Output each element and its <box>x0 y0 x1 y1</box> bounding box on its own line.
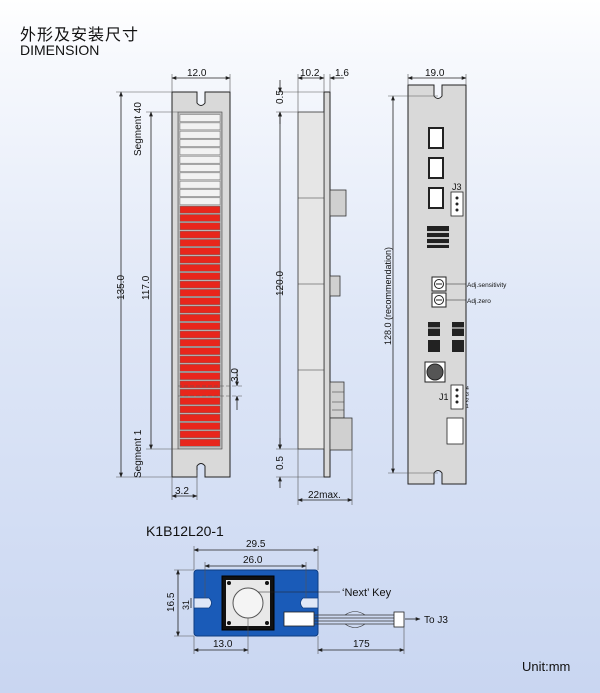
back-j1-label: J1 <box>439 392 449 402</box>
dim-hole-offset: 3.2 <box>175 486 189 497</box>
dim-side-top-gap: 0.5 <box>275 90 286 104</box>
dim-side-bottom-gap: 0.5 <box>275 456 286 470</box>
key-module-model: K1B12L20-1 <box>146 523 224 539</box>
dim-key-total-width: 29.5 <box>246 539 266 550</box>
led-segment-30 <box>179 197 221 205</box>
back-j1-pin-4: 4 <box>466 386 469 392</box>
dim-total-height: 135.0 <box>116 275 127 300</box>
back-j1-pin-1: 1 <box>466 404 469 410</box>
led-segment-4 <box>179 414 221 422</box>
segment-top-label: Segment 40 <box>133 102 144 156</box>
led-segment-23 <box>179 255 221 264</box>
led-segment-6 <box>179 397 221 405</box>
led-segment-18 <box>179 297 221 305</box>
led-segment-1 <box>179 439 221 447</box>
led-segment-16 <box>179 314 221 322</box>
dim-key-height: 16.5 <box>166 592 177 612</box>
led-segment-10 <box>179 364 221 372</box>
back-pot-sensitivity-label: Adj.sensitivity <box>467 282 507 289</box>
led-segment-17 <box>179 305 221 314</box>
led-segment-37 <box>179 139 221 147</box>
segment-bar <box>179 114 221 447</box>
led-segment-29 <box>179 205 221 214</box>
dim-side-pcb: 1.6 <box>335 68 349 79</box>
led-segment-39 <box>179 122 221 131</box>
led-segment-32 <box>179 180 221 189</box>
dim-side-height: 120.0 <box>275 271 286 296</box>
led-segment-9 <box>179 372 221 380</box>
led-segment-38 <box>179 131 221 139</box>
led-segment-8 <box>179 380 221 389</box>
dim-back-width: 19.0 <box>425 68 445 79</box>
led-segment-35 <box>179 156 221 164</box>
title-english: DIMENSION <box>20 42 100 58</box>
led-segment-31 <box>179 189 221 197</box>
back-j1-pin-2: 2 <box>466 398 469 404</box>
led-segment-15 <box>179 322 221 330</box>
led-segment-26 <box>179 230 221 239</box>
dim-back-height: 128.0 (recommendation) <box>383 247 393 345</box>
segment-bottom-label: Segment 1 <box>133 429 144 478</box>
led-segment-25 <box>179 239 221 247</box>
side-view: 10.2 1.6 0.5 120.0 0.5 22max. <box>275 68 353 505</box>
front-view: 12.0 135.0 117.0 Segment 40 Segment 1 3.… <box>116 68 242 500</box>
dim-segment-height: 117.0 <box>141 275 152 300</box>
back-pot-zero-label: Adj.zero <box>467 298 491 305</box>
next-key-cap <box>232 587 264 619</box>
dim-side-thickness: 10.2 <box>300 68 320 79</box>
led-segment-40 <box>179 114 221 122</box>
led-segment-20 <box>179 280 221 289</box>
led-segment-3 <box>179 422 221 430</box>
dim-key-inner: 31 <box>181 600 191 610</box>
led-segment-7 <box>179 389 221 397</box>
dim-side-max-depth: 22max. <box>308 490 341 501</box>
dim-segment-pitch: 3.0 <box>230 368 241 382</box>
led-segment-22 <box>179 264 221 272</box>
led-segment-36 <box>179 147 221 156</box>
led-segment-33 <box>179 172 221 181</box>
led-segment-11 <box>179 355 221 364</box>
led-segment-34 <box>179 164 221 172</box>
dim-cable-length: 175 <box>353 639 370 650</box>
led-segment-24 <box>179 247 221 255</box>
led-segment-19 <box>179 289 221 297</box>
led-segment-13 <box>179 339 221 347</box>
dim-key-offset: 13.0 <box>213 639 233 650</box>
led-segment-2 <box>179 430 221 439</box>
next-key-label: ‘Next’ Key <box>342 587 392 599</box>
dim-front-width: 12.0 <box>187 68 207 79</box>
side-pcb <box>323 91 331 478</box>
led-segment-21 <box>179 272 221 280</box>
back-j3-label: J3 <box>452 182 462 192</box>
led-segment-12 <box>179 347 221 355</box>
led-segment-5 <box>179 405 221 414</box>
led-segment-27 <box>179 222 221 230</box>
back-j1-pin-3: 3 <box>466 392 469 398</box>
dim-key-hole-spacing: 26.0 <box>243 555 263 566</box>
key-module-to-label: To J3 <box>424 615 448 626</box>
led-segment-14 <box>179 330 221 339</box>
key-module: To J3 ‘Next’ Key 29.5 26.0 16.5 31 13.0 … <box>166 539 448 654</box>
unit-label: Unit:mm <box>522 659 571 674</box>
title-chinese: 外形及安装尺寸 <box>20 25 140 44</box>
back-view: J3 Adj.sensitivity Adj.zero J1 4 3 2 1 <box>383 68 507 485</box>
led-segment-28 <box>179 214 221 222</box>
